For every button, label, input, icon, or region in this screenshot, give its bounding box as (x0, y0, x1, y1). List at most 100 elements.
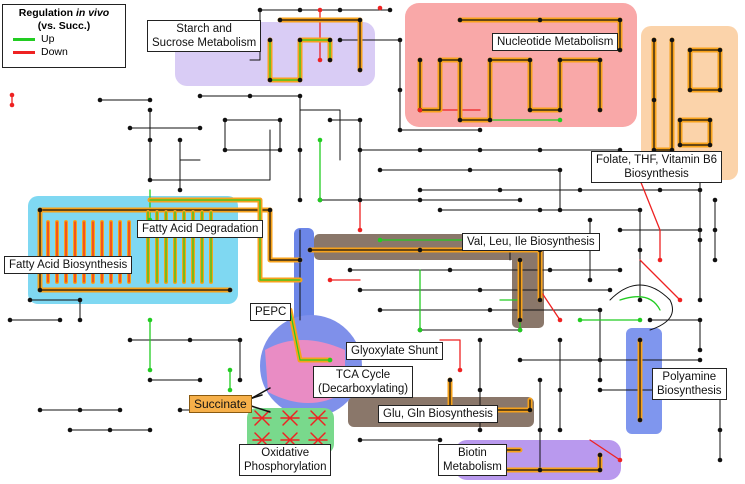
label-tca-line1: TCA Cycle (335, 369, 391, 381)
edge-down (439, 339, 461, 371)
metabolite-node (37, 207, 43, 213)
legend-title: Regulation in vivo (7, 7, 121, 20)
metabolite-node (317, 137, 323, 143)
network-edge (299, 109, 341, 161)
label-polyamine: Polyamine Biosynthesis (652, 368, 727, 400)
edge-up (619, 296, 661, 311)
metabolite-node (707, 142, 713, 148)
metabolite-node (687, 47, 693, 53)
network-edge (329, 119, 361, 201)
metabolite-node (147, 377, 153, 383)
metabolite-node (477, 147, 483, 153)
metabolite-node (557, 427, 563, 433)
metabolite-node (377, 237, 383, 243)
metabolite-node (497, 187, 503, 193)
metabolite-node (437, 437, 443, 443)
label-glu-gln: Glu, Gln Biosynthesis (378, 405, 498, 423)
metabolite-node (557, 117, 563, 123)
label-starch-line2: Sucrose Metabolism (152, 37, 257, 49)
metabolite-node (637, 297, 643, 303)
metabolite-node (547, 267, 553, 273)
pathway-edge (419, 59, 601, 121)
metabolite-node (277, 147, 283, 153)
metabolite-node (417, 187, 423, 193)
label-oxidative-phosphorylation: Oxidative Phosphorylation (239, 444, 332, 476)
metabolite-node (717, 47, 723, 53)
metabolite-node (677, 297, 683, 303)
edge-down (639, 259, 681, 301)
metabolite-node (387, 7, 393, 13)
edge-down (539, 289, 561, 321)
metabolite-node (257, 7, 263, 13)
metabolite-node (651, 97, 657, 103)
metabolite-node (637, 417, 643, 423)
metabolite-node (577, 317, 583, 323)
metabolite-node (557, 107, 563, 113)
metabolite-node (337, 37, 343, 43)
metabolite-node (327, 277, 333, 283)
label-nucleotide-metabolism: Nucleotide Metabolism (492, 33, 619, 51)
metabolite-node (597, 107, 603, 113)
metabolite-node (607, 287, 613, 293)
metabolite-node (617, 267, 623, 273)
metabolite-node (357, 67, 363, 73)
network-edge (129, 339, 241, 381)
metabolite-node (177, 137, 183, 143)
label-folate-biosynthesis: Folate, THF, Vitamin B6 Biosynthesis (591, 151, 723, 183)
metabolite-node (57, 317, 63, 323)
metabolite-node (267, 37, 273, 43)
metabolite-node (677, 117, 683, 123)
metabolite-node (357, 437, 363, 443)
metabolite-node (467, 167, 473, 173)
metabolite-node (657, 187, 663, 193)
metabolite-node (637, 207, 643, 213)
metabolite-node (557, 387, 563, 393)
metabolite-node (617, 227, 623, 233)
metabolite-node (597, 307, 603, 313)
metabolite-node (9, 92, 15, 98)
metabolite-node (597, 387, 603, 393)
metabolite-node (317, 7, 323, 13)
metabolite-node (357, 147, 363, 153)
metabolite-node (457, 57, 463, 63)
metabolite-node (487, 117, 493, 123)
metabolite-node (477, 337, 483, 343)
metabolite-node (37, 407, 43, 413)
metabolite-node (417, 107, 423, 113)
metabolite-node (537, 427, 543, 433)
metabolite-node (557, 207, 563, 213)
metabolite-node (597, 357, 603, 363)
metabolite-node (637, 317, 643, 323)
metabolite-node (197, 125, 203, 131)
metabolite-node (187, 337, 193, 343)
metabolite-node (717, 457, 723, 463)
label-val-leu-ile: Val, Leu, Ile Biosynthesis (462, 233, 600, 251)
label-starch-line1: Starch and (176, 23, 232, 35)
metabolite-node (477, 427, 483, 433)
metabolite-node (517, 357, 523, 363)
metabolite-node (457, 17, 463, 23)
metabolite-node (277, 17, 283, 23)
legend-subtitle: (vs. Succ.) (37, 20, 91, 32)
pathway-edge (39, 209, 301, 261)
metabolite-node (297, 93, 303, 99)
label-oxphos-line2: Phosphorylation (244, 461, 327, 473)
label-polyamine-line2: Biosynthesis (657, 385, 722, 397)
metabolite-node (697, 227, 703, 233)
metabolite-node (397, 87, 403, 93)
metabolite-node (697, 357, 703, 363)
metabolite-node (177, 407, 183, 413)
metabolite-node (597, 452, 603, 458)
pathway-regions (28, 3, 738, 480)
metabolite-node (417, 247, 423, 253)
metabolite-node (297, 257, 303, 263)
metabolite-node (222, 147, 228, 153)
metabolite-node (357, 287, 363, 293)
metabolite-node (147, 97, 153, 103)
metabolite-node (557, 167, 563, 173)
metabolite-node (307, 247, 313, 253)
metabolite-node (557, 57, 563, 63)
metabolite-node (597, 57, 603, 63)
metabolite-node (327, 357, 333, 363)
metabolite-node (487, 307, 493, 313)
